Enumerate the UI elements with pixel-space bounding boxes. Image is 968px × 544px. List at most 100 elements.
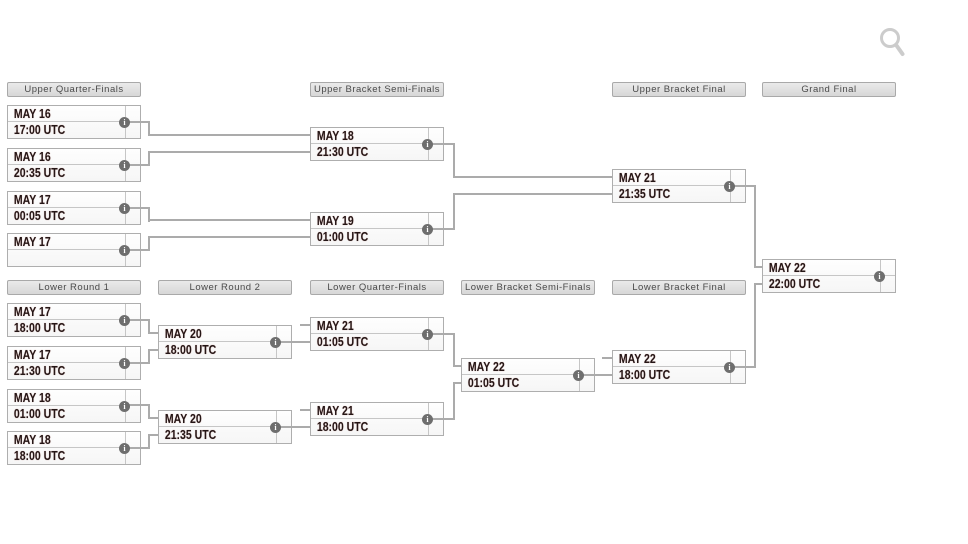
connector-line	[427, 143, 455, 145]
match-date: MAY 17	[13, 235, 51, 249]
connector-line	[148, 349, 158, 351]
connector-line	[124, 404, 150, 406]
match-info-icon[interactable]: i	[270, 422, 281, 433]
round-header-lower-round-2: Lower Round 2	[158, 280, 292, 295]
connector-line	[427, 228, 455, 230]
round-header-lower-quarter-finals: Lower Quarter-Finals	[310, 280, 444, 295]
connector-line	[148, 151, 310, 153]
match-date-row: MAY 17	[8, 304, 140, 320]
connector-line	[453, 382, 455, 420]
connector-line	[124, 164, 150, 166]
connector-line	[275, 426, 310, 428]
round-header-grand-final: Grand Final	[762, 82, 896, 97]
match-time: 17:00 UTC	[13, 123, 66, 137]
match-ubsf-2: MAY 19 01:00 UTC i	[310, 212, 444, 246]
match-info-icon[interactable]: i	[422, 414, 433, 425]
match-time-row: 21:35 UTC	[159, 427, 291, 443]
match-lr1-4: MAY 18 18:00 UTC i	[7, 431, 141, 465]
connector-stub	[602, 357, 612, 359]
match-lr2-2: MAY 20 21:35 UTC i	[158, 410, 292, 444]
connector-line	[578, 374, 612, 376]
match-info-icon[interactable]: i	[874, 271, 885, 282]
match-time: 20:35 UTC	[13, 166, 66, 180]
connector-stub	[300, 324, 310, 326]
match-date-row: MAY 19	[311, 213, 443, 229]
match-time: 18:00 UTC	[13, 449, 66, 463]
connector-line	[754, 283, 762, 285]
connector-line	[148, 434, 158, 436]
match-time-row: 01:00 UTC	[8, 406, 140, 422]
connector-line	[124, 319, 150, 321]
match-date: MAY 18	[13, 433, 51, 447]
match-date-row: MAY 18	[8, 390, 140, 406]
match-time: 21:30 UTC	[13, 364, 66, 378]
match-time-row: 17:00 UTC	[8, 122, 140, 138]
match-info-icon[interactable]: i	[119, 160, 130, 171]
connector-line	[754, 283, 756, 368]
match-info-icon[interactable]: i	[422, 329, 433, 340]
match-date: MAY 19	[316, 214, 354, 228]
connector-line	[453, 176, 612, 178]
match-date-row: MAY 21	[311, 403, 443, 419]
match-time: 01:05 UTC	[467, 376, 520, 390]
connector-line	[124, 447, 150, 449]
match-info-icon[interactable]: i	[119, 117, 130, 128]
connector-line	[148, 404, 150, 419]
match-date-row: MAY 22	[613, 351, 745, 367]
search-icon[interactable]	[874, 24, 908, 58]
connector-line	[427, 418, 455, 420]
connector-line	[148, 151, 150, 166]
match-info-icon[interactable]: i	[119, 443, 130, 454]
match-info-icon[interactable]: i	[724, 181, 735, 192]
connector-line	[453, 365, 461, 367]
match-time-row: 21:35 UTC	[613, 186, 745, 202]
match-uqf-2: MAY 16 20:35 UTC i	[7, 148, 141, 182]
match-date: MAY 22	[618, 352, 656, 366]
connector-line	[148, 236, 150, 251]
match-date: MAY 16	[13, 150, 51, 164]
match-info-icon[interactable]: i	[119, 315, 130, 326]
match-info-icon[interactable]: i	[119, 401, 130, 412]
connector-stub	[300, 409, 310, 411]
match-date-row: MAY 21	[613, 170, 745, 186]
round-header-lower-round-1: Lower Round 1	[7, 280, 141, 295]
connector-line	[148, 121, 150, 136]
match-info-icon[interactable]: i	[270, 337, 281, 348]
match-time-row: 22:00 UTC	[763, 276, 895, 292]
match-info-icon[interactable]: i	[422, 224, 433, 235]
match-date: MAY 21	[618, 171, 656, 185]
match-date: MAY 18	[316, 129, 354, 143]
match-time-row: 01:00 UTC	[311, 229, 443, 245]
match-info-icon[interactable]: i	[724, 362, 735, 373]
match-uqf-1: MAY 16 17:00 UTC i	[7, 105, 141, 139]
connector-line	[148, 236, 310, 238]
match-date: MAY 20	[164, 327, 202, 341]
match-date: MAY 16	[13, 107, 51, 121]
round-header-lower-bracket-semi-finals: Lower Bracket Semi-Finals	[461, 280, 595, 295]
match-time: 21:35 UTC	[164, 428, 217, 442]
match-info-icon[interactable]: i	[119, 245, 130, 256]
match-info-icon[interactable]: i	[119, 203, 130, 214]
match-time: 18:00 UTC	[13, 321, 66, 335]
match-lbsf: MAY 22 01:05 UTC i	[461, 358, 595, 392]
connector-line	[124, 207, 150, 209]
match-time-row: 18:00 UTC	[8, 320, 140, 336]
match-date-row: MAY 17	[8, 234, 140, 250]
connector-line	[453, 382, 461, 384]
match-info-icon[interactable]: i	[119, 358, 130, 369]
match-info-icon[interactable]: i	[422, 139, 433, 150]
connector-line	[148, 134, 310, 136]
connector-line	[148, 219, 310, 221]
match-grand-final: MAY 22 22:00 UTC i	[762, 259, 896, 293]
match-time-row: 01:05 UTC	[462, 375, 594, 391]
match-time: 22:00 UTC	[768, 277, 821, 291]
match-time: 18:00 UTC	[164, 343, 217, 357]
match-date: MAY 17	[13, 348, 51, 362]
match-date: MAY 20	[164, 412, 202, 426]
match-date-row: MAY 16	[8, 149, 140, 165]
match-time-row: 21:30 UTC	[311, 144, 443, 160]
match-time: 21:30 UTC	[316, 145, 369, 159]
match-info-icon[interactable]: i	[573, 370, 584, 381]
match-lqf-2: MAY 21 18:00 UTC i	[310, 402, 444, 436]
